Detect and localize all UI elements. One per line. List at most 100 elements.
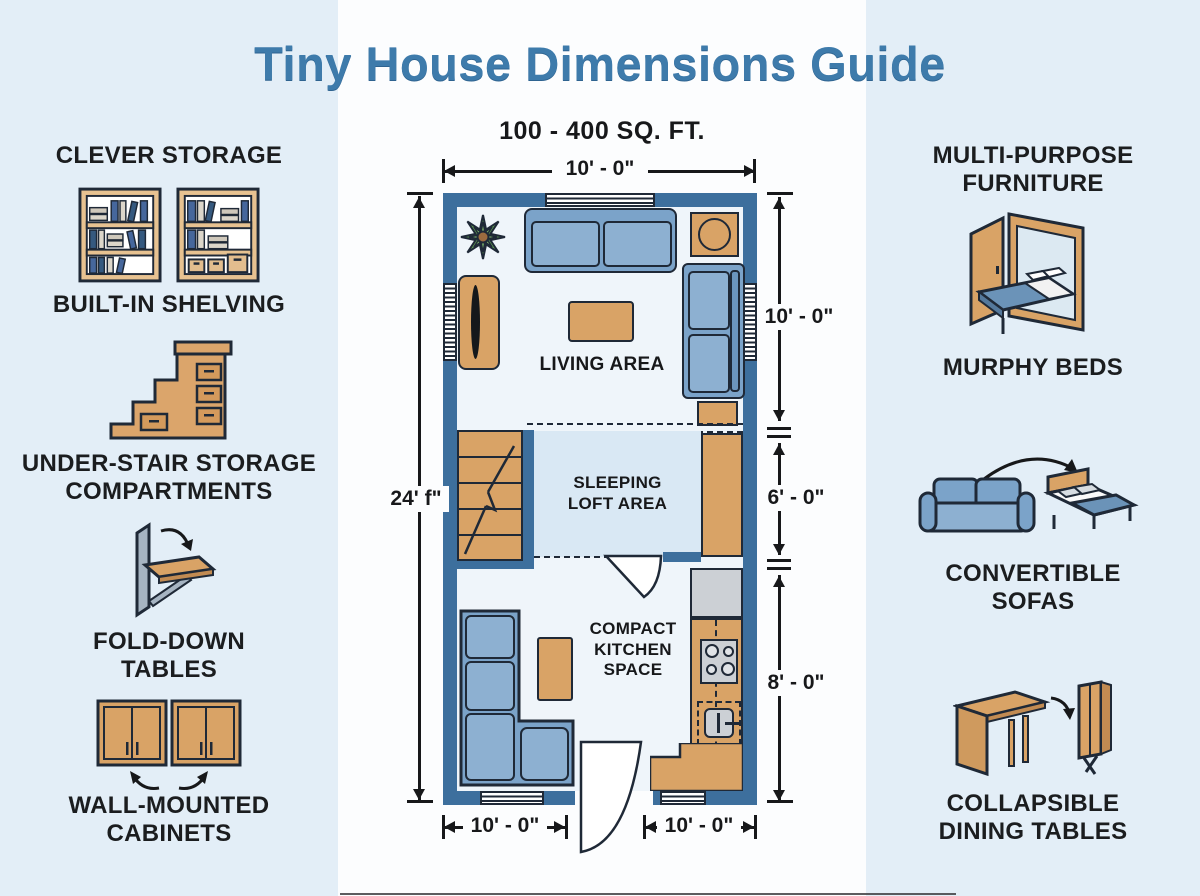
burner (723, 646, 734, 657)
stair-tread (459, 482, 521, 484)
nightstand (697, 401, 738, 426)
dim-tick (407, 800, 433, 803)
wall-cabinets-icon (0, 698, 338, 794)
dim-tick (643, 815, 646, 839)
left-panel: CLEVER STORAGE (0, 0, 338, 896)
stair-tread (459, 534, 521, 536)
right-panel-heading: MULTI-PURPOSE FURNITURE (932, 142, 1134, 198)
window-bottom-left (480, 791, 544, 805)
dim-right-mid-label: 6' - 0" (762, 485, 830, 511)
dim-break-tick (767, 427, 791, 430)
kitchen-label: COMPACT KITCHEN SPACE (589, 619, 677, 680)
interior-wall-stub (663, 552, 701, 562)
dim-tick (767, 192, 793, 195)
dim-break-tick (767, 559, 791, 562)
bottom-border-line (340, 893, 956, 895)
sink-zone (697, 701, 741, 745)
dim-arrow (773, 576, 785, 587)
dim-arrow (773, 544, 785, 555)
refrigerator (690, 568, 743, 618)
stairs (457, 430, 523, 561)
sectional-right (682, 263, 745, 399)
counter-extension (650, 743, 743, 791)
window-bottom-right (660, 791, 706, 805)
murphy-bed-icon (866, 200, 1200, 348)
sectional-back (730, 270, 740, 392)
wall-mounted-cabinets-label: WALL-MOUNTED CABINETS (68, 792, 270, 848)
sink-faucet (725, 722, 739, 725)
entry-door (575, 740, 651, 862)
burner (721, 662, 735, 676)
living-area-label: LIVING AREA (539, 354, 665, 375)
window-right (743, 283, 757, 361)
tv-icon (471, 285, 480, 359)
counter-dashed-line (715, 620, 717, 788)
right-panel: MULTI-PURPOSE FURNITURE MURPHY BEDS (866, 0, 1200, 896)
left-panel-heading: CLEVER STORAGE (55, 142, 283, 169)
fold-down-tables-label: FOLD-DOWN TABLES (93, 628, 245, 684)
dim-arrow (773, 198, 785, 209)
fold-down-table-icon (0, 518, 338, 622)
dim-arrow (413, 789, 425, 800)
sleeping-loft-label: SLEEPING LOFT AREA (567, 473, 668, 513)
dim-arrow (773, 790, 785, 801)
window-top (545, 193, 655, 207)
murphy-beds-label: MURPHY BEDS (942, 354, 1124, 381)
side-table (690, 212, 739, 257)
built-in-shelving-icons (0, 184, 338, 286)
dim-bottom-left-label: 10' - 0" (463, 813, 547, 839)
dim-right-bottom-label: 8' - 0" (762, 670, 830, 696)
dim-right-top-label: 10' - 0" (760, 304, 838, 330)
loft-bottom-dashed (534, 556, 610, 558)
dim-tick (754, 815, 757, 839)
dim-tick (407, 192, 433, 195)
plant-icon (460, 214, 506, 260)
dim-tick (767, 800, 793, 803)
sectional-cushion (688, 271, 730, 330)
dim-top-label: 10' - 0" (552, 156, 648, 182)
under-stair-storage-icon (0, 336, 338, 442)
square-footage-subtitle: 100 - 400 SQ. FT. (499, 117, 705, 145)
loft-divider-dashed (527, 423, 743, 425)
bookshelf-boxes-icon (176, 186, 260, 284)
sectional-cushion (688, 334, 730, 393)
dim-arrow (645, 821, 656, 833)
loft-wardrobe (701, 433, 743, 557)
sofa-top (524, 208, 677, 273)
dim-arrow (773, 410, 785, 421)
dim-break-tick (767, 435, 791, 438)
media-console (458, 275, 500, 370)
sofa-cushion (531, 221, 600, 267)
stove (700, 639, 738, 684)
dim-arrow (444, 821, 455, 833)
floor-plan: LIVING AREA SLEEPING LOFT AREA (443, 193, 757, 854)
dim-arrow (413, 197, 425, 208)
under-stair-storage-label: UNDER-STAIR STORAGE COMPARTMENTS (21, 450, 317, 506)
sink-divider (717, 713, 720, 733)
sofa-cushion (603, 221, 672, 267)
l-shaped-sectional (457, 607, 577, 789)
stair-tread (459, 456, 521, 458)
bookshelf-icon (78, 186, 162, 284)
stair-tread (459, 508, 521, 510)
sleeping-loft-area: SLEEPING LOFT AREA (534, 431, 701, 557)
burner (705, 644, 719, 658)
page-title: Tiny House Dimensions Guide (254, 37, 946, 90)
dim-bottom-right-label: 10' - 0" (657, 813, 741, 839)
burner (706, 664, 717, 675)
dim-tick (442, 815, 445, 839)
collapsible-table-icon (866, 668, 1200, 786)
lounge-table (537, 637, 573, 701)
coffee-table (568, 301, 634, 342)
dim-arrow (773, 444, 785, 455)
loft-door (603, 554, 665, 604)
convertible-sofas-label: CONVERTIBLE SOFAS (945, 560, 1121, 616)
stair-wall-bottom (457, 561, 534, 569)
stair-wall (523, 430, 534, 569)
dim-arrow (554, 821, 565, 833)
window-left (443, 283, 457, 361)
dim-arrow (444, 165, 455, 177)
dim-break-tick (767, 567, 791, 570)
side-table-top (698, 218, 731, 251)
